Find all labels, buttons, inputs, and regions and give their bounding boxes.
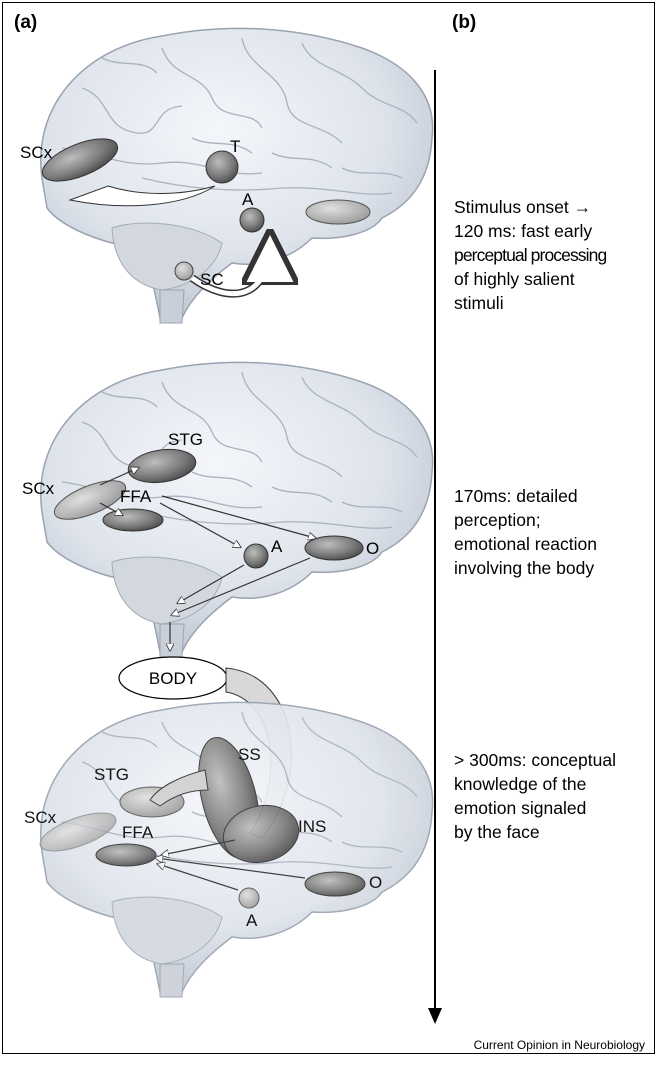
- label-stg-3: STG: [94, 765, 129, 784]
- stage-1-line: stimuli: [454, 291, 606, 315]
- stage-1-line: Stimulus onset →: [454, 195, 606, 219]
- ffa-region-3: [96, 844, 156, 866]
- stage-3-line: knowledge of the: [454, 772, 616, 796]
- label-scx-3: SCx: [24, 808, 57, 827]
- timeline-arrowhead: [428, 1008, 442, 1024]
- ffa-region-2: [103, 509, 163, 531]
- stage-1-text: Stimulus onset → 120 ms: fast early perc…: [454, 195, 606, 315]
- stage-2-line: emotional reaction: [454, 532, 597, 556]
- label-o-3: O: [369, 873, 382, 892]
- stage-2-line: perception;: [454, 508, 597, 532]
- panel-label-a: (a): [14, 12, 37, 34]
- label-ffa-3: FFA: [122, 823, 154, 842]
- stage-1-line: 120 ms: fast early: [454, 219, 606, 243]
- stage-3-text: > 300ms: conceptual knowledge of the emo…: [454, 748, 616, 844]
- panel-label-b: (b): [452, 12, 476, 34]
- body-label: BODY: [149, 669, 197, 688]
- stage-1-line: of highly salient: [454, 267, 606, 291]
- stage-3-line: > 300ms: conceptual: [454, 748, 616, 772]
- label-sc-1: SC: [200, 270, 224, 289]
- label-ffa-2: FFA: [120, 487, 152, 506]
- stage-3-line: emotion signaled: [454, 796, 616, 820]
- label-ss-3: SS: [238, 745, 261, 764]
- label-o-2: O: [366, 539, 379, 558]
- sc-region-1: [175, 262, 193, 280]
- stage-1-line: perceptual processing: [454, 243, 606, 267]
- a-region-2: [244, 544, 268, 568]
- label-a-3: A: [246, 911, 258, 930]
- temporal-region-1: [306, 200, 370, 224]
- o-region-2: [305, 536, 363, 560]
- stage-2-line: 170ms: detailed: [454, 484, 597, 508]
- label-stg-2: STG: [168, 430, 203, 449]
- brain-3: SS STG SCx FFA INS A O: [24, 702, 433, 997]
- label-ins-3: INS: [298, 817, 326, 836]
- o-region-3: [305, 872, 365, 896]
- a-region-1: [240, 208, 264, 232]
- label-a-1: A: [242, 190, 254, 209]
- label-t-1: T: [230, 137, 240, 156]
- stage-3-line: by the face: [454, 820, 616, 844]
- label-a-2: A: [271, 537, 283, 556]
- stage-2-line: involving the body: [454, 556, 597, 580]
- label-scx-1: SCx: [20, 143, 53, 162]
- brain-1: SCx T A SC: [20, 28, 433, 323]
- brain-2: STG SCx FFA A O: [22, 362, 433, 657]
- stage-2-text: 170ms: detailed perception; emotional re…: [454, 484, 597, 580]
- journal-credit: Current Opinion in Neurobiology: [474, 1038, 645, 1052]
- label-scx-2: SCx: [22, 479, 55, 498]
- a-region-3: [239, 888, 259, 908]
